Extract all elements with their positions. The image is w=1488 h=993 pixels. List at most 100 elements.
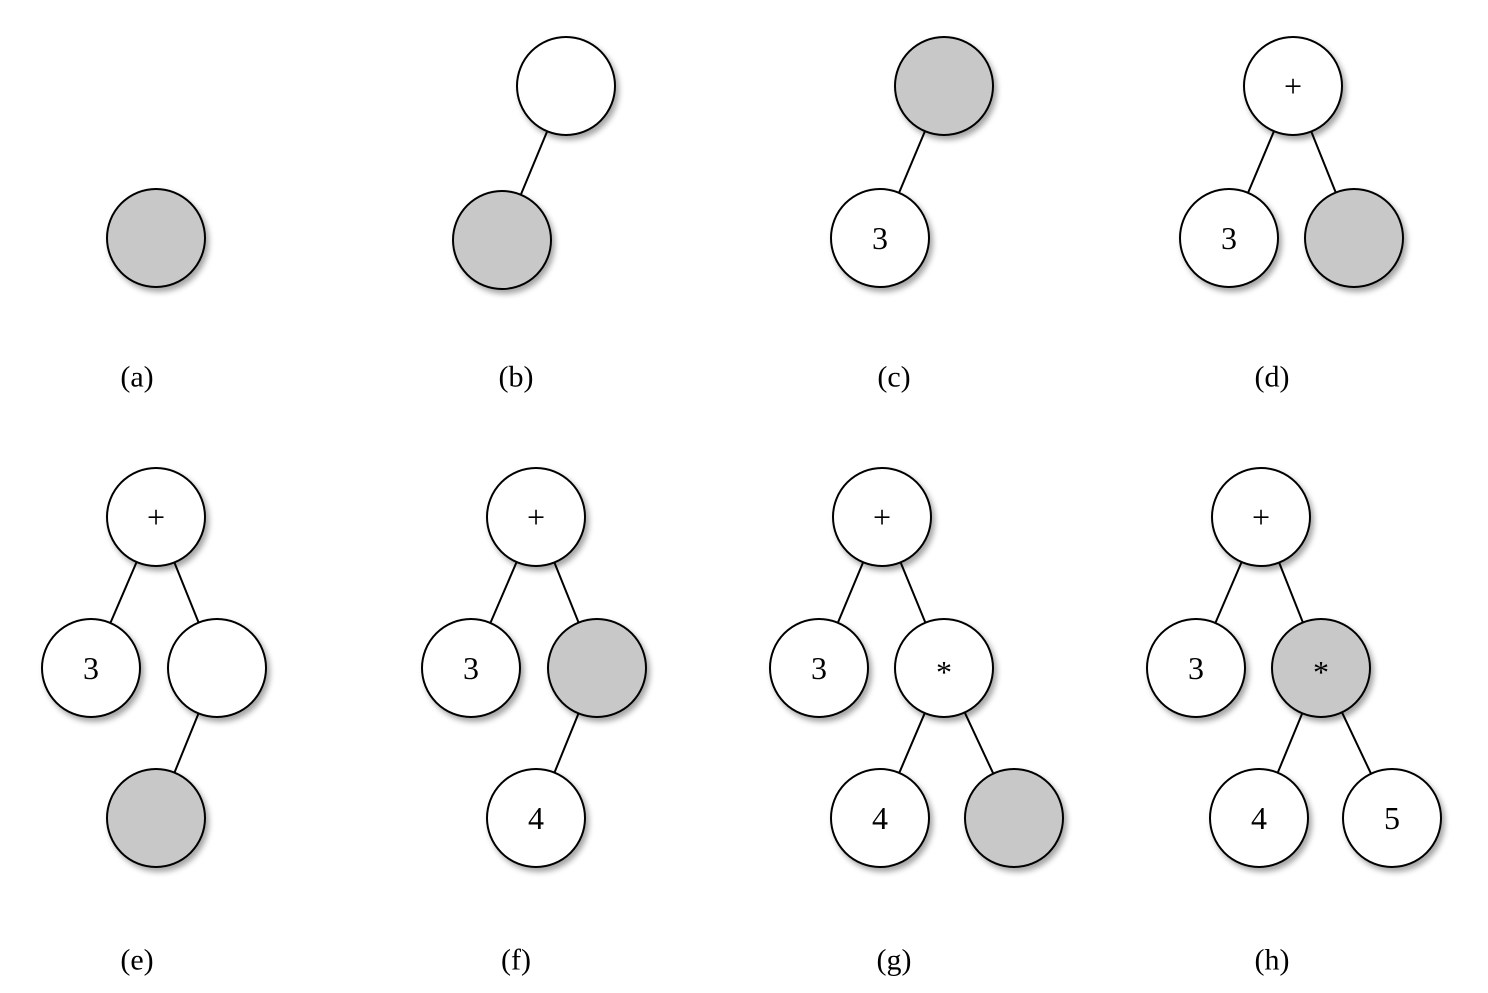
panel-caption: (f) [501,944,531,977]
edge-n1-n3 [553,562,580,623]
node-circle [964,768,1064,868]
current-tree-node [964,768,1064,868]
node-circle [832,467,932,567]
node-circle [1146,618,1246,718]
node-circle [894,36,994,136]
node-circle [1243,36,1343,136]
panel-caption: (e) [120,944,153,977]
edge-n1-n2 [109,561,138,624]
tree-node: 3 [421,618,521,718]
panel-g: +3 * 4 (g) [769,467,1064,977]
tree-node: 3 [769,618,869,718]
node-circle [486,768,586,868]
tree-node: + [832,467,932,567]
node-circle [106,188,206,288]
edge-n3-n4 [1276,712,1304,774]
tree-node: * [894,618,994,718]
tree-node: 4 [486,768,586,868]
panel-caption: (a) [120,361,153,394]
node-label: 3 [83,650,99,686]
node-circle [167,618,267,718]
edge-n3-n5 [963,711,995,775]
tree-node: + [486,467,586,567]
edge-n3-n4 [898,712,926,774]
current-tree-node: * [1271,618,1371,718]
current-tree-node [106,188,206,288]
node-label: + [873,499,891,535]
panel-caption: (d) [1255,361,1290,394]
node-circle [421,618,521,718]
node-circle [1304,188,1404,288]
tree-node: 3 [830,188,930,288]
edge-n1-n2 [1247,130,1275,194]
panel-d: +3 (d) [1179,36,1404,394]
node-circle [1179,188,1279,288]
edge-n1-n2 [519,130,549,196]
panel-caption: (g) [877,944,912,977]
node-label: * [1313,654,1329,690]
tree-node: 3 [1179,188,1279,288]
tree-node: 3 [41,618,141,718]
node-circle [106,467,206,567]
edge-n1-n3 [173,562,200,623]
node-label: 4 [872,800,888,836]
node-label: 3 [1221,220,1237,256]
tree-node [516,36,616,136]
node-label: 4 [1251,800,1267,836]
node-label: 3 [463,650,479,686]
edge-n1-n2 [898,130,926,194]
current-tree-node [547,618,647,718]
edge-n3-n5 [1341,711,1372,775]
tree-node: + [106,467,206,567]
panel-e: +3 (e) [41,467,267,977]
edge-n1-n3 [1278,562,1304,623]
edge-n3-n4 [173,713,200,773]
edge-n1-n3 [1310,131,1337,193]
node-circle [1271,618,1371,718]
node-label: + [1252,499,1270,535]
panel-h: +3 * 4 5 (h) [1146,467,1442,977]
node-label: 3 [872,220,888,256]
node-circle [486,467,586,567]
tree-node: + [1211,467,1311,567]
node-circle [547,618,647,718]
node-label: 3 [811,650,827,686]
node-circle [830,188,930,288]
node-circle [1211,467,1311,567]
panel-c: 3 (c) [830,36,994,394]
edge-n3-n4 [553,713,580,773]
tree-node: 3 [1146,618,1246,718]
node-circle [1209,768,1309,868]
tree-node: + [1243,36,1343,136]
panel-f: +3 4 (f) [421,467,647,977]
current-tree-node [894,36,994,136]
node-circle [41,618,141,718]
node-circle [769,618,869,718]
current-tree-node [1304,188,1404,288]
tree-node: 4 [1209,768,1309,868]
panel-b: (b) [452,36,616,394]
panel-caption: (b) [499,361,534,394]
panel-a: (a) [106,188,206,394]
panel-caption: (h) [1255,944,1290,977]
tree-node [167,618,267,718]
panel-caption: (c) [877,361,910,394]
edge-n1-n2 [489,561,518,624]
node-label: 3 [1188,650,1204,686]
node-label: * [936,654,952,690]
current-tree-node [452,190,552,290]
node-label: + [147,499,165,535]
node-label: + [527,499,545,535]
edge-n1-n2 [1214,561,1243,624]
node-circle [830,768,930,868]
node-circle [106,768,206,868]
edge-n1-n3 [899,561,927,624]
node-circle [1342,768,1442,868]
node-circle [516,36,616,136]
node-circle [894,618,994,718]
current-tree-node [106,768,206,868]
node-label: 5 [1384,800,1400,836]
edge-n1-n2 [836,561,865,624]
node-label: + [1284,68,1302,104]
